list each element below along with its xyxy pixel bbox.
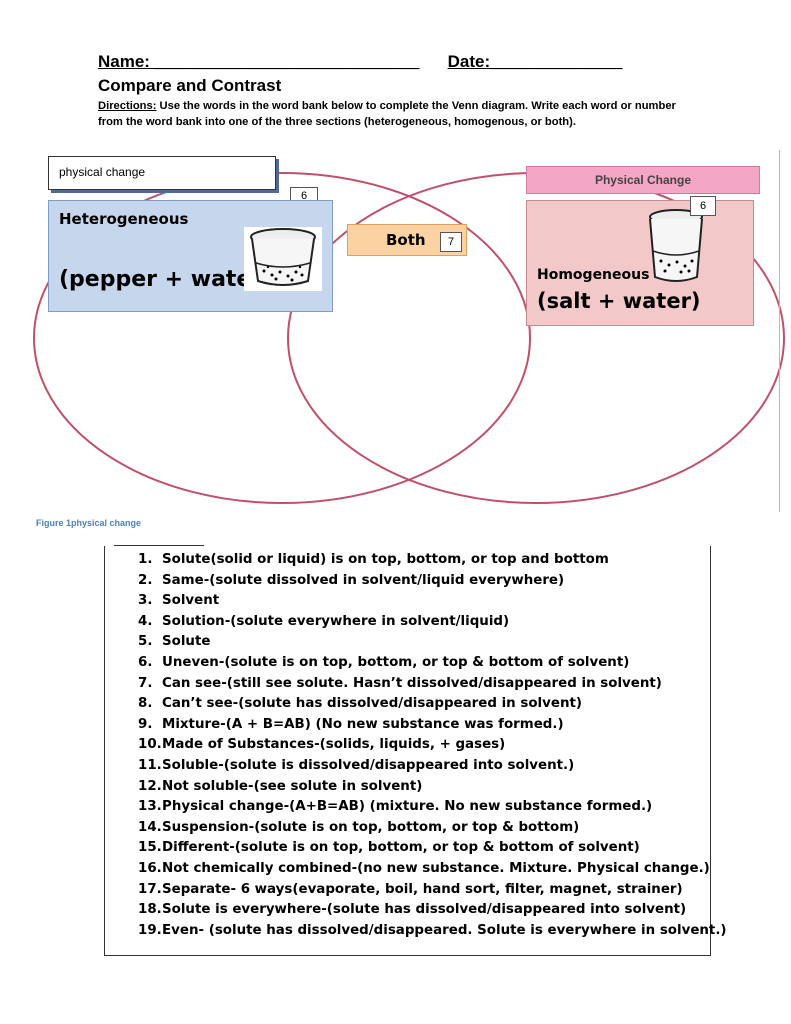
item-text: Soluble-(solute is dissolved/disappeared… xyxy=(162,757,575,773)
right-number-box[interactable]: 6 xyxy=(690,196,716,216)
item-text: Different-(solute is on top, bottom, or … xyxy=(162,840,640,856)
cup-pepper-icon xyxy=(244,227,322,291)
word-bank-item: 12.Not soluble-(see solute in solvent) xyxy=(138,777,727,798)
item-text: Even- (solute has dissolved/disappeared.… xyxy=(162,922,727,938)
item-text: Solvent xyxy=(162,593,220,609)
item-number: 18. xyxy=(138,902,162,918)
page-title: Compare and Contrast xyxy=(98,76,282,95)
word-bank-item: 1. Solute(solid or liquid) is on top, bot… xyxy=(138,550,727,571)
directions-label: Directions: xyxy=(98,100,157,112)
word-bank-item: 19.Even- (solute has dissolved/disappear… xyxy=(138,921,727,942)
both-number-box[interactable]: 7 xyxy=(440,232,462,252)
physical-change-textbox[interactable]: physical change xyxy=(48,156,276,190)
item-number: 16. xyxy=(138,860,162,876)
word-bank-item: 10.Made of Substances-(solids, liquids, … xyxy=(138,735,727,756)
heterogeneous-mixture: (pepper + water) xyxy=(59,267,273,292)
word-bank-item: 11.Soluble-(solute is dissolved/disappea… xyxy=(138,756,727,777)
both-label: Both xyxy=(386,231,426,249)
item-text: Solute(solid or liquid) is on top, botto… xyxy=(162,552,609,567)
item-number: 6. xyxy=(138,654,153,670)
item-number: 8. xyxy=(138,696,153,712)
item-number: 15. xyxy=(138,840,162,856)
word-bank-item: 7. Can see-(still see solute. Hasn’t diss… xyxy=(138,674,727,695)
heterogeneous-box: Heterogeneous (pepper + water) xyxy=(48,200,333,312)
item-number: 4. xyxy=(138,613,153,629)
item-text: Can’t see-(solute has dissolved/disappea… xyxy=(162,696,583,712)
item-text: Separate- 6 ways(evaporate, boil, hand s… xyxy=(162,881,683,897)
item-text: Physical change-(A+B=AB) (mixture. No ne… xyxy=(162,799,653,815)
cup-salt-icon xyxy=(649,209,703,282)
item-text: Uneven-(solute is on top, bottom, or top… xyxy=(162,654,630,670)
both-number: 7 xyxy=(447,236,455,248)
word-bank-item: 14.Suspension-(solute is on top, bottom,… xyxy=(138,818,727,839)
item-number: 19. xyxy=(138,922,162,938)
item-text: Solute xyxy=(162,634,211,650)
word-bank-item: 13.Physical change-(A+B=AB) (mixture. No… xyxy=(138,797,727,818)
item-number: 2. xyxy=(138,572,153,588)
item-number: 9. xyxy=(138,716,153,732)
homogeneous-box: Homogeneous (salt + water) xyxy=(526,200,754,326)
word-bank-item: 2. Same-(solute dissolved in solvent/liqu… xyxy=(138,571,727,592)
item-text: Solution-(solute everywhere in solvent/l… xyxy=(162,613,510,629)
word-bank-item: 8. Can’t see-(solute has dissolved/disapp… xyxy=(138,694,727,715)
item-text: Made of Substances-(solids, liquids, + g… xyxy=(162,737,506,753)
item-number: 11. xyxy=(138,757,162,773)
textbox-value: physical change xyxy=(59,165,146,179)
word-bank-item: 16.Not chemically combined-(no new subst… xyxy=(138,859,727,880)
date-field-label: Date:______________ xyxy=(447,52,623,71)
page-edge-rule xyxy=(779,150,780,512)
homogeneous-mixture: (salt + water) xyxy=(537,289,701,313)
word-bank-box xyxy=(104,546,711,956)
item-number: 5. xyxy=(138,634,153,650)
item-number: 1. xyxy=(138,552,153,567)
item-text: Can see-(still see solute. Hasn’t dissol… xyxy=(162,675,662,691)
homogeneous-title: Homogeneous xyxy=(537,267,650,283)
figure-caption: Figure 1physical change xyxy=(36,518,142,528)
word-bank-item: 6. Uneven-(solute is on top, bottom, or t… xyxy=(138,653,727,674)
item-number: 12. xyxy=(138,778,162,794)
heterogeneous-title: Heterogeneous xyxy=(59,210,189,228)
item-text: Solute is everywhere-(solute has dissolv… xyxy=(162,902,687,918)
right-number: 6 xyxy=(699,200,707,212)
name-field-label: Name: ____________________________ xyxy=(98,52,420,71)
item-number: 14. xyxy=(138,819,162,835)
word-bank-list: 1. Solute(solid or liquid) is on top, bot… xyxy=(138,550,727,941)
left-number: 6 xyxy=(300,190,308,202)
item-number: 3. xyxy=(138,593,153,609)
word-bank-item: 17.Separate- 6 ways(evaporate, boil, han… xyxy=(138,880,727,901)
physical-change-banner: Physical Change xyxy=(526,166,760,194)
word-bank-item: 5. Solute xyxy=(138,632,727,653)
directions-text: Use the words in the word bank below to … xyxy=(98,100,676,128)
list-top-rule xyxy=(114,545,204,546)
item-number: 17. xyxy=(138,881,162,897)
item-text: Not soluble-(see solute in solvent) xyxy=(162,778,423,794)
venn-left-circle xyxy=(33,172,531,504)
word-bank-item: 3. Solvent xyxy=(138,591,727,612)
item-text: Not chemically combined-(no new substanc… xyxy=(162,860,710,876)
directions: Directions: Use the words in the word ba… xyxy=(98,98,698,130)
item-text: Mixture-(A + B=AB) (No new substance was… xyxy=(162,716,564,732)
word-bank-item: 9. Mixture-(A + B=AB) (No new substance w… xyxy=(138,715,727,736)
word-bank-item: 4. Solution-(solute everywhere in solvent… xyxy=(138,612,727,633)
word-bank-item: 18.Solute is everywhere-(solute has diss… xyxy=(138,900,727,921)
item-text: Suspension-(solute is on top, bottom, or… xyxy=(162,819,580,835)
name-date-line: Name: ____________________________ Date:… xyxy=(98,52,658,72)
item-number: 13. xyxy=(138,799,162,815)
word-bank-item: 15.Different-(solute is on top, bottom, … xyxy=(138,838,727,859)
item-number: 10. xyxy=(138,737,162,753)
item-number: 7. xyxy=(138,675,153,691)
item-text: Same-(solute dissolved in solvent/liquid… xyxy=(162,572,565,588)
